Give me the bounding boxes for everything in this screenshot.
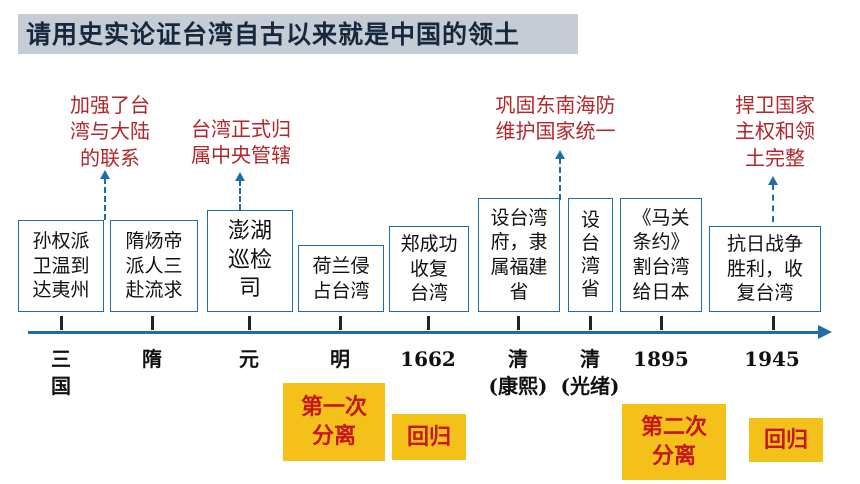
arrow-1945: [768, 176, 778, 222]
event-box-sui: 隋炀帝 派人三 赴流求: [110, 220, 198, 312]
era-label-1945: 1945: [744, 347, 800, 371]
era-label-1662: 1662: [400, 347, 456, 371]
era-label-qing-guangxu: 清 (光绪): [560, 347, 620, 398]
event-box-1945: 抗日战争 胜利，收 复台湾: [709, 226, 821, 312]
tick-sui: [151, 316, 154, 330]
arrow-sui: [100, 170, 110, 220]
badge-second-separation: 第二次 分离: [622, 404, 726, 480]
arrow-yuan: [235, 172, 245, 210]
era-label-qing-kangxi: 清 (康熙): [488, 347, 548, 398]
era-label-ming: 明: [330, 347, 350, 371]
tick-yuan: [248, 316, 251, 330]
note-qing-kangxi: 巩固东南海防 维护国家统一: [495, 93, 616, 144]
event-box-sanguo: 孙权派 卫温到 达夷州: [18, 220, 104, 312]
tick-sanguo: [60, 316, 63, 330]
era-label-sanguo: 三 国: [51, 347, 71, 398]
tick-qing-guangxu: [589, 316, 592, 330]
note-yuan: 台湾正式归 属中央管辖: [191, 117, 291, 168]
page-title: 请用史实论证台湾自古以来就是中国的领土: [26, 20, 521, 49]
tick-1895: [660, 316, 663, 330]
event-box-1895: 《马关 条约》 割台湾 给日本: [620, 198, 702, 312]
era-label-sui: 隋: [142, 347, 162, 371]
event-box-yuan: 澎湖 巡检 司: [207, 210, 293, 312]
tick-1945: [772, 316, 775, 330]
era-label-yuan: 元: [239, 347, 259, 371]
event-box-qing-guangxu: 设 台 湾 省: [568, 198, 613, 312]
tick-1662: [427, 316, 430, 330]
era-label-1895: 1895: [633, 347, 689, 371]
event-box-ming: 荷兰侵 占台湾: [298, 245, 384, 312]
event-box-1662: 郑成功 收复 台湾: [389, 226, 469, 312]
badge-first-separation: 第一次 分离: [283, 383, 385, 461]
timeline-axis: [28, 331, 826, 334]
note-1945: 捍卫国家 主权和领 土完整: [735, 93, 815, 170]
tick-ming: [339, 316, 342, 330]
badge-return-1662: 回归: [392, 414, 466, 460]
timeline-arrowhead: [818, 325, 832, 339]
tick-qing-kangxi: [517, 316, 520, 330]
arrow-qing-kangxi: [555, 150, 565, 200]
event-box-qing-kangxi: 设台湾 府，隶 属福建 省: [478, 198, 560, 312]
note-sui: 加强了台 湾与大陆 的联系: [70, 93, 150, 170]
badge-return-1945: 回归: [749, 418, 823, 462]
title-band: [18, 14, 578, 54]
